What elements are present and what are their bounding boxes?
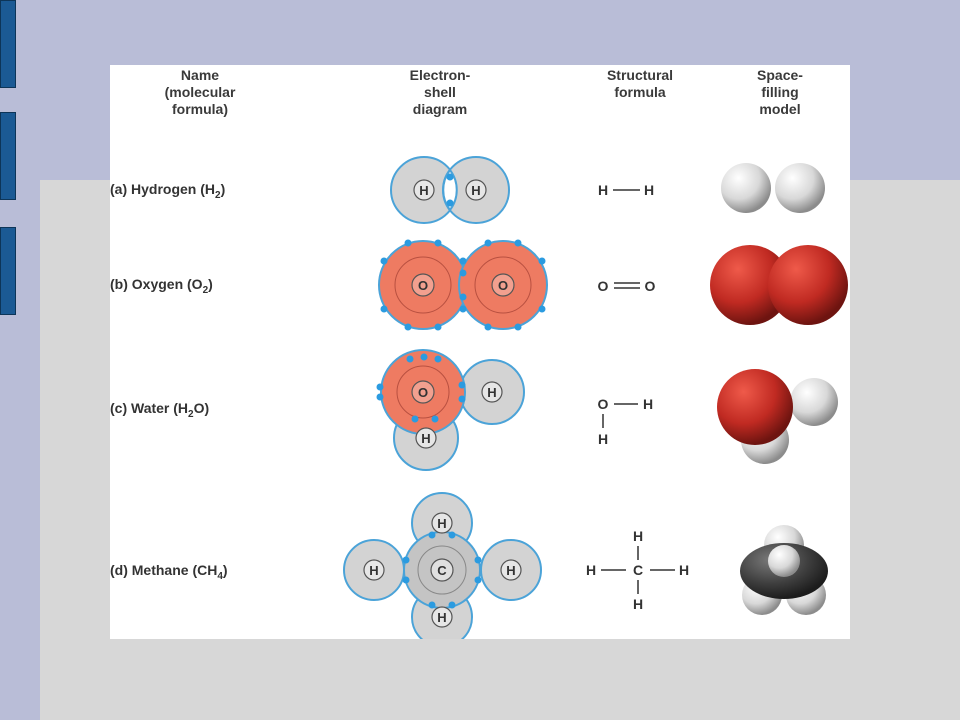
- side-bar-top: [0, 0, 16, 88]
- header-space-filling: Space- filling model: [757, 67, 803, 117]
- svg-text:O: O: [418, 385, 428, 400]
- svg-text:O: O: [418, 278, 428, 293]
- svg-text:C: C: [633, 562, 643, 578]
- hydrogen-space-filling-model: [721, 163, 825, 213]
- svg-text:H: H: [487, 385, 496, 400]
- svg-text:H: H: [471, 183, 480, 198]
- svg-text:H: H: [419, 183, 428, 198]
- svg-text:O: O: [598, 396, 609, 412]
- svg-text:H: H: [644, 182, 654, 198]
- svg-text:O: O: [645, 278, 656, 294]
- oxygen-space-filling-model: [710, 245, 848, 325]
- diagram-svg: H H H H O O: [343, 156, 848, 639]
- svg-text:H: H: [598, 182, 608, 198]
- header-electron-shell: Electron- shell diagram: [409, 67, 471, 117]
- svg-text:H: H: [679, 562, 689, 578]
- methane-structural-formula: H H C H H: [586, 528, 689, 612]
- label-methane: (d) Methane (CH4): [110, 562, 228, 582]
- methane-space-filling-model: [740, 525, 828, 615]
- water-structural-formula: O H H: [598, 396, 654, 447]
- svg-text:H: H: [586, 562, 596, 578]
- svg-text:H: H: [643, 396, 653, 412]
- svg-text:H: H: [633, 596, 643, 612]
- header-structural-formula: Structural formula: [606, 67, 674, 100]
- water-space-filling-model: [717, 369, 838, 464]
- svg-text:H: H: [506, 563, 515, 578]
- water-electron-shell: O H H: [376, 349, 525, 471]
- svg-text:H: H: [421, 431, 430, 446]
- svg-text:C: C: [437, 563, 447, 578]
- label-oxygen: (b) Oxygen (O2): [110, 276, 213, 296]
- side-bar-bottom: [0, 227, 16, 315]
- svg-text:H: H: [437, 610, 446, 625]
- methane-electron-shell: C H H H H: [343, 492, 542, 639]
- svg-text:O: O: [498, 278, 508, 293]
- svg-text:O: O: [598, 278, 609, 294]
- svg-text:H: H: [369, 563, 378, 578]
- hydrogen-electron-shell: H H: [390, 156, 510, 224]
- svg-text:H: H: [437, 516, 446, 531]
- hydrogen-structural-formula: H H: [598, 182, 654, 198]
- oxygen-electron-shell: O O: [378, 239, 548, 331]
- label-water: (c) Water (H2O): [110, 400, 210, 420]
- svg-text:H: H: [633, 528, 643, 544]
- oxygen-structural-formula: O O: [598, 278, 656, 294]
- svg-text:H: H: [598, 431, 608, 447]
- header-name: Name (molecular formula): [164, 67, 236, 117]
- molecule-figure: Name (molecular formula) Electron- shell…: [110, 65, 850, 639]
- label-hydrogen: (a) Hydrogen (H2): [110, 181, 226, 201]
- side-bar-middle: [0, 112, 16, 200]
